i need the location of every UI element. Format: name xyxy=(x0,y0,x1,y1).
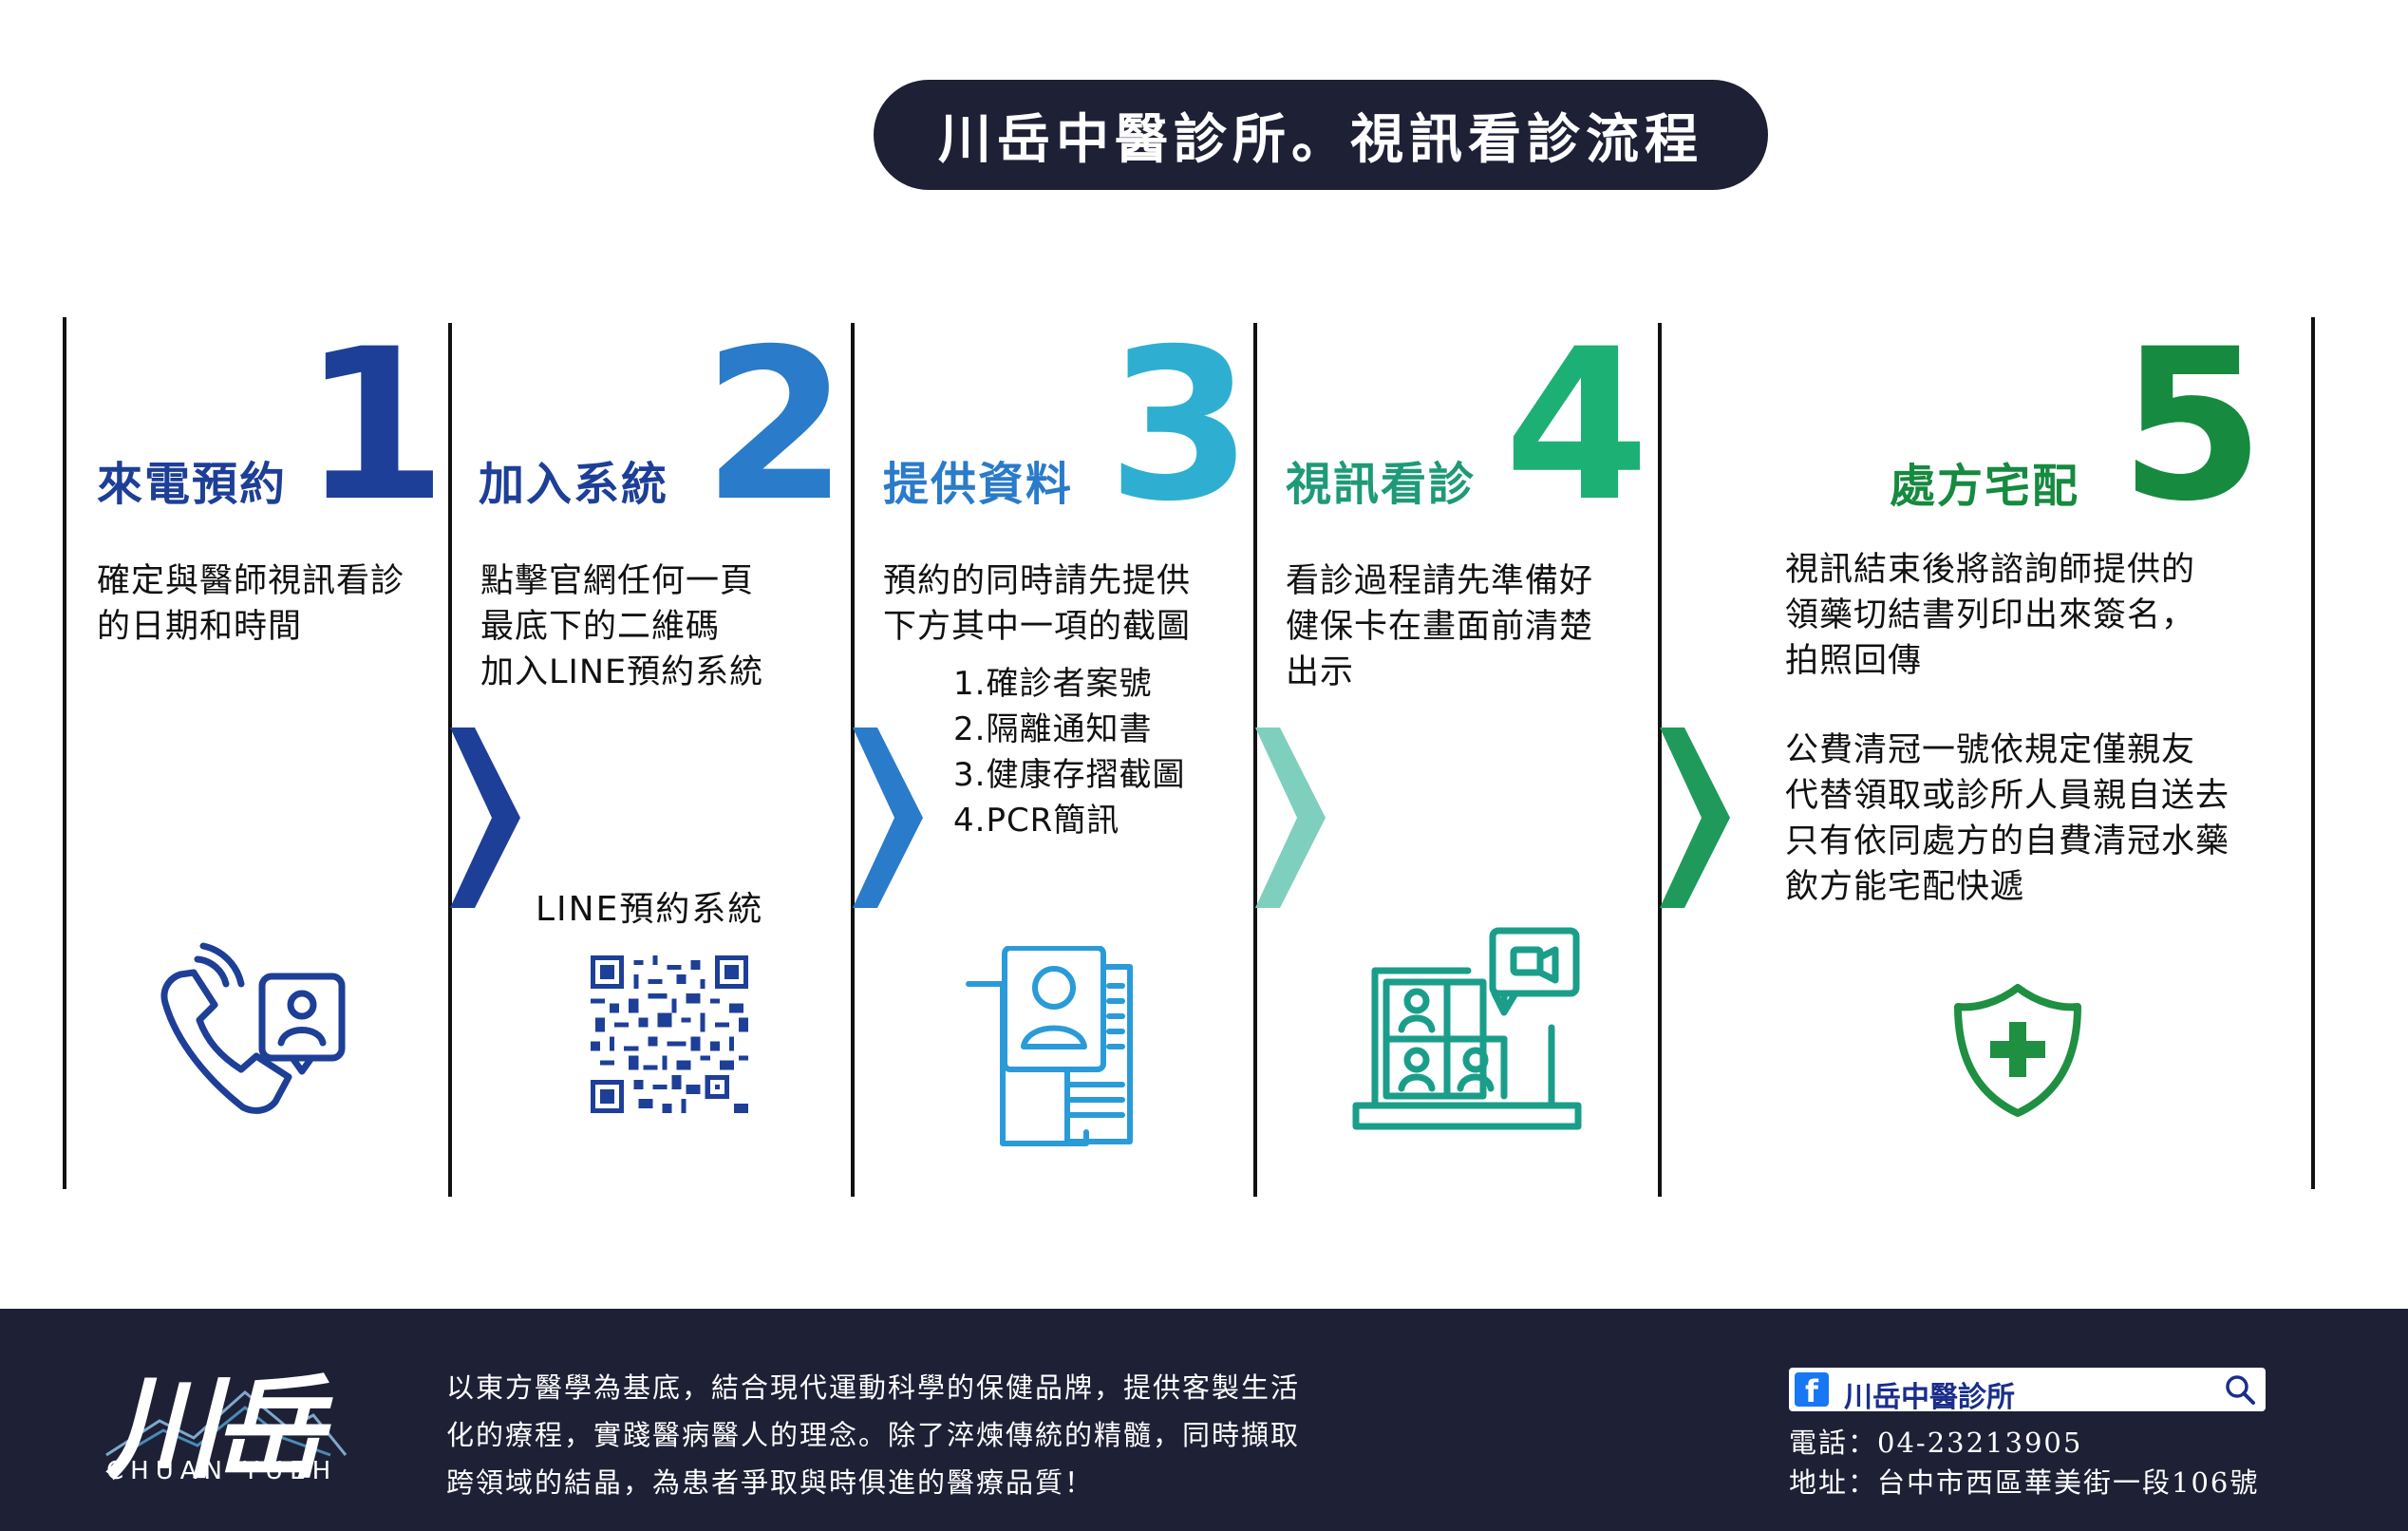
logo: 川岳 xyxy=(106,1362,325,1494)
list-item: 4.PCR簡訊 xyxy=(953,802,1120,840)
step-4-title: 視訊看診 xyxy=(1286,458,1477,511)
step-5-number: 5 xyxy=(2119,304,2266,547)
step-5-desc: 視訊結束後將諮詢師提供的 領藥切結書列印出來簽名， 拍照回傳 xyxy=(1785,551,2196,680)
facebook-search-bar[interactable]: f 川岳中醫診所 xyxy=(1789,1368,2266,1414)
search-icon[interactable] xyxy=(2224,1373,2256,1406)
medical-shield-icon xyxy=(1954,984,2081,1117)
step-1-number: 1 xyxy=(302,304,448,547)
step-2-title: 加入系統 xyxy=(479,458,669,511)
step-5-title: 處方宅配 xyxy=(1890,460,2080,513)
phone-number: 電話：04-23213905 xyxy=(1789,1427,2083,1459)
document-profile-icon xyxy=(966,946,1133,1146)
qr-label: LINE預約系統 xyxy=(536,890,764,929)
list-item: 3.健康存摺截圖 xyxy=(953,756,1186,794)
step-3-list: 1.確診者案號 2.隔離通知書 3.健康存摺截圖 4.PCR簡訊 xyxy=(953,661,1185,843)
video-conference-icon xyxy=(1352,927,1582,1130)
list-item: 2.隔離通知書 xyxy=(953,710,1153,748)
qr-code-icon[interactable] xyxy=(591,955,748,1113)
divider-line xyxy=(2311,317,2315,1189)
chevron-right-icon xyxy=(450,728,520,908)
address: 地址：台中市西區華美街一段106號 xyxy=(1789,1466,2260,1499)
list-item: 1.確診者案號 xyxy=(953,665,1153,703)
divider-line xyxy=(1658,323,1662,1197)
step-1-title: 來電預約 xyxy=(97,458,288,511)
facebook-page-name: 川岳中醫診所 xyxy=(1844,1381,2015,1414)
slogan: 以東方醫學為基底，結合現代運動科學的保健品牌，提供客製生活化的療程，實踐醫病醫人… xyxy=(446,1371,1301,1499)
step-1-desc: 確定與醫師視訊看診 的日期和時間 xyxy=(97,562,405,646)
phone-call-icon xyxy=(160,942,346,1114)
chevron-right-icon xyxy=(853,728,923,908)
divider-line xyxy=(63,317,66,1189)
divider-line xyxy=(1253,323,1257,1197)
step-2-desc: 點擊官網任何一頁 最底下的二維碼 加入LINE預約系統 xyxy=(480,562,764,691)
step-3-desc: 預約的同時請先提供 下方其中一項的截圖 xyxy=(883,562,1192,646)
step-5-desc-2: 公費清冠一號依規定僅親友 代替領取或診所人員親自送去 只有依同處方的自費清冠水藥… xyxy=(1785,731,2230,906)
facebook-icon: f xyxy=(1795,1372,1829,1409)
logo-text: CHUAN YUEH xyxy=(106,1457,338,1485)
page-title: 川岳中醫診所。視訊看診流程 xyxy=(874,80,1768,190)
step-3-number: 3 xyxy=(1107,304,1253,547)
footer xyxy=(0,1309,2408,1531)
step-4-number: 4 xyxy=(1504,304,1650,547)
step-2-number: 2 xyxy=(703,304,849,547)
step-4-desc: 看診過程請先準備好 健保卡在畫面前清楚 出示 xyxy=(1286,562,1594,691)
logo-mountain-icon xyxy=(105,1390,348,1457)
divider-line xyxy=(448,323,452,1197)
divider-line xyxy=(851,323,855,1197)
step-3-title: 提供資料 xyxy=(883,458,1074,511)
chevron-right-icon xyxy=(1255,728,1326,908)
chevron-right-icon xyxy=(1660,728,1730,908)
